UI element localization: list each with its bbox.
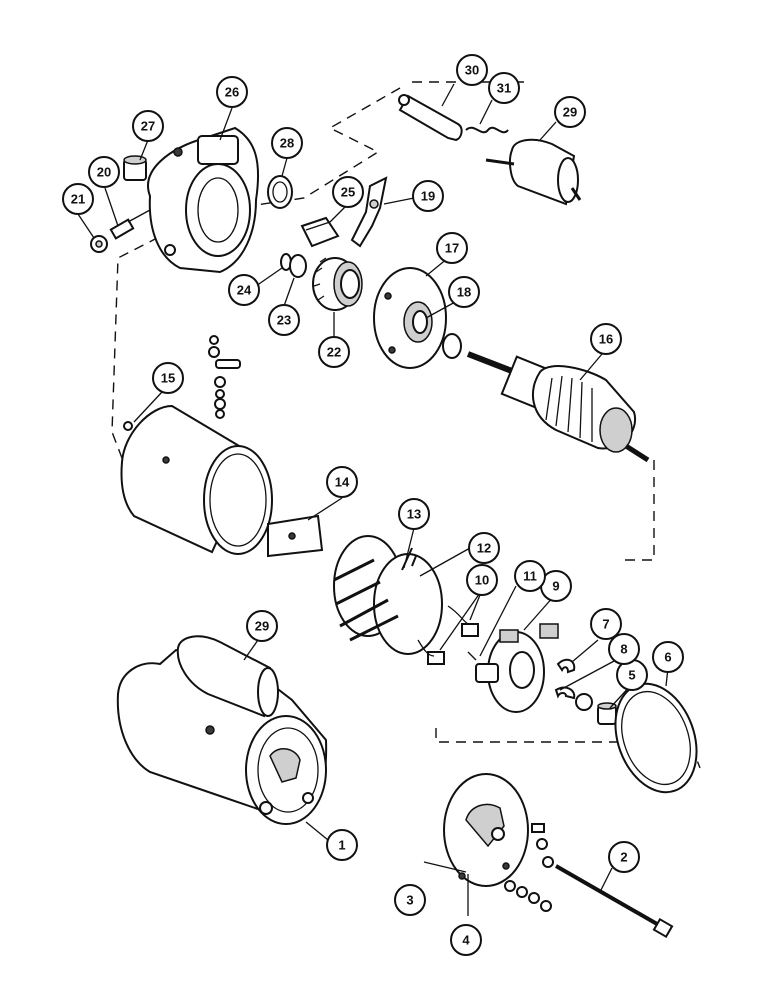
end-bushing: [597, 702, 617, 725]
svg-text:22: 22: [327, 345, 341, 360]
svg-text:14: 14: [335, 475, 350, 490]
svg-text:29: 29: [563, 105, 577, 120]
callout-15: 15: [152, 362, 184, 394]
svg-text:21: 21: [71, 192, 85, 207]
callouts: 1 2 3 4 5 6 7 8 9 10 11 12 13 14 15 16 1…: [62, 54, 684, 956]
callout-7: 7: [590, 608, 622, 640]
brush-plate: [467, 623, 559, 713]
svg-text:30: 30: [465, 63, 479, 78]
callout-17: 17: [436, 232, 468, 264]
callout-11: 11: [514, 560, 546, 592]
svg-text:31: 31: [497, 81, 511, 96]
svg-text:16: 16: [599, 332, 613, 347]
sealing-band: [614, 682, 698, 794]
svg-text:12: 12: [477, 541, 491, 556]
svg-text:6: 6: [664, 650, 671, 665]
commutator-end-cover: [443, 773, 529, 887]
svg-text:18: 18: [457, 285, 471, 300]
intermediate-bracket: [373, 267, 447, 369]
svg-text:24: 24: [237, 283, 252, 298]
svg-text:1: 1: [338, 838, 345, 853]
callout-28: 28: [271, 127, 303, 159]
callout-10: 10: [466, 564, 498, 596]
callout-30: 30: [456, 54, 488, 86]
callout-20: 20: [88, 156, 120, 188]
callout-4: 4: [450, 924, 482, 956]
spacer-washer: [442, 333, 462, 359]
svg-text:11: 11: [523, 569, 537, 584]
callout-29-solenoid: 29: [554, 96, 586, 128]
callout-8: 8: [608, 633, 640, 665]
retaining-ring: [289, 254, 307, 278]
svg-text:8: 8: [620, 642, 627, 657]
svg-text:28: 28: [280, 136, 294, 151]
callout-19: 19: [412, 180, 444, 212]
svg-text:17: 17: [445, 241, 459, 256]
solenoid: [485, 138, 582, 206]
shift-fork: [350, 176, 388, 248]
svg-text:9: 9: [552, 579, 559, 594]
callout-18: 18: [448, 276, 480, 308]
pivot-stud: [109, 209, 151, 240]
thrust-washer-clip: [554, 686, 576, 700]
callout-23: 23: [268, 304, 300, 336]
plunger: [398, 94, 463, 142]
leader-lines: [77, 83, 669, 916]
nut: [90, 235, 108, 253]
seal-ring: [267, 175, 293, 209]
callout-22: 22: [318, 336, 350, 368]
svg-text:23: 23: [277, 313, 291, 328]
brush-clip: [556, 658, 576, 674]
svg-text:26: 26: [225, 85, 239, 100]
svg-text:3: 3: [406, 893, 413, 908]
drive-pinion: [312, 257, 363, 311]
callout-21: 21: [62, 183, 94, 215]
svg-text:25: 25: [341, 185, 355, 200]
svg-text:5: 5: [628, 668, 635, 683]
starter-assembly: [116, 635, 328, 825]
bushing: [123, 155, 147, 181]
through-bolt: [555, 864, 674, 939]
callout-3: 3: [394, 884, 426, 916]
svg-text:15: 15: [161, 371, 175, 386]
callout-12: 12: [468, 532, 500, 564]
callout-14: 14: [326, 466, 358, 498]
svg-text:2: 2: [620, 850, 627, 865]
drive-end-housing: [147, 126, 260, 274]
field-coils: [333, 535, 443, 655]
callout-16: 16: [590, 323, 622, 355]
washer: [575, 693, 593, 711]
svg-text:20: 20: [97, 165, 111, 180]
svg-text:13: 13: [407, 507, 421, 522]
armature: [466, 351, 650, 463]
svg-text:10: 10: [475, 573, 489, 588]
callout-1: 1: [326, 829, 358, 861]
callout-25: 25: [332, 176, 364, 208]
callout-13: 13: [398, 498, 430, 530]
pad: [300, 216, 340, 248]
svg-text:27: 27: [141, 119, 155, 134]
callout-6: 6: [652, 641, 684, 673]
plunger-spring: [465, 126, 509, 134]
terminal-hardware: [123, 335, 241, 431]
pole-insulator: [267, 514, 324, 558]
callout-2: 2: [608, 841, 640, 873]
svg-text:29: 29: [255, 619, 269, 634]
svg-text:4: 4: [462, 933, 470, 948]
callout-24: 24: [228, 274, 260, 306]
brushes: [417, 605, 479, 665]
callout-29-assembly: 29: [246, 610, 278, 642]
callout-26: 26: [216, 76, 248, 108]
fasteners: [504, 823, 554, 912]
yoke-housing: [120, 404, 273, 555]
callout-27: 27: [132, 110, 164, 142]
svg-text:7: 7: [602, 617, 609, 632]
svg-text:19: 19: [421, 189, 435, 204]
callout-31: 31: [488, 72, 520, 104]
